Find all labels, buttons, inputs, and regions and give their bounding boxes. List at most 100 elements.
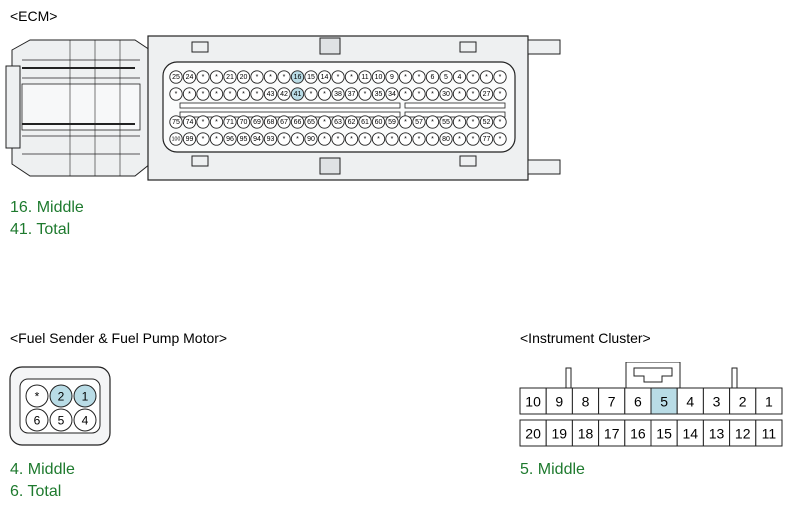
cluster-pin xyxy=(624,419,652,447)
ecm-pin xyxy=(236,87,251,101)
cluster-pin xyxy=(676,419,704,447)
ecm-pin xyxy=(290,87,305,101)
ecm-pin xyxy=(182,132,197,146)
cluster-pin xyxy=(598,419,626,447)
ecm-pin-label: * xyxy=(418,74,421,81)
ecm-pin-label: * xyxy=(215,91,218,98)
ecm-pin xyxy=(304,70,318,84)
ecm-pin xyxy=(196,87,210,101)
ecm-pin xyxy=(196,132,210,146)
ecm-pin-label: * xyxy=(431,136,434,143)
ecm-pin-label: 90 xyxy=(307,136,315,143)
ecm-pin-label: 5 xyxy=(444,74,448,81)
ecm-clip xyxy=(191,155,209,167)
ecm-right-tab xyxy=(527,39,561,55)
ecm-pin xyxy=(425,132,440,146)
ecm-pin xyxy=(331,115,345,129)
ecm-pin-label: 71 xyxy=(226,119,234,126)
ecm-pin xyxy=(493,132,507,146)
ecm-pin-label: * xyxy=(499,91,502,98)
ecm-pin-label: 9 xyxy=(390,74,394,81)
ecm-pin xyxy=(182,115,197,129)
ecm-pin-label: * xyxy=(256,91,259,98)
ecm-pin xyxy=(223,87,237,101)
cluster-pin-label: 19 xyxy=(552,426,568,442)
ecm-pin xyxy=(277,132,291,146)
ecm-pin xyxy=(371,115,386,129)
ecm-pin xyxy=(263,132,278,146)
ecm-pin-label: 93 xyxy=(267,136,275,143)
ecm-pin-label: 27 xyxy=(483,91,491,98)
fuel-pin xyxy=(25,384,49,408)
cluster-pin xyxy=(702,387,731,415)
ecm-pin-label: * xyxy=(283,136,286,143)
ecm-pin-label: 57 xyxy=(415,119,423,126)
ecm-pin-label: 52 xyxy=(483,119,491,126)
ecm-slot xyxy=(404,102,506,109)
ecm-pin xyxy=(412,115,426,129)
ecm-pin xyxy=(169,115,183,129)
ecm-pin-label: 16 xyxy=(294,74,302,81)
ecm-pin xyxy=(479,132,494,146)
ecm-pin-label: * xyxy=(485,74,488,81)
ecm-pin xyxy=(236,132,251,146)
ecm-pin-label: * xyxy=(404,74,407,81)
ecm-pin-label: 6 xyxy=(431,74,435,81)
ecm-legend-item: 16. Middle xyxy=(10,199,84,216)
ecm-pin xyxy=(452,115,467,129)
ecm-pin xyxy=(493,115,507,129)
ecm-title: <ECM> xyxy=(10,8,58,24)
cluster-pin-label: 13 xyxy=(709,426,725,442)
ecm-pin xyxy=(250,115,264,129)
ecm-pin-label: 74 xyxy=(186,119,194,126)
ecm-hood-panel xyxy=(21,83,141,131)
ecm-pin-label: 10 xyxy=(375,74,383,81)
ecm-pin-label: * xyxy=(269,74,272,81)
ecm-pin xyxy=(223,115,237,129)
ecm-pin xyxy=(412,70,426,84)
ecm-pin xyxy=(317,70,332,84)
ecm-pin xyxy=(290,115,305,129)
ecm-pin xyxy=(223,132,237,146)
ecm-pin xyxy=(412,87,426,101)
ecm-top-lock xyxy=(319,37,341,55)
ecm-pin-label: * xyxy=(323,91,326,98)
ecm-pin xyxy=(277,115,291,129)
ecm-pin xyxy=(250,132,264,146)
ecm-pin xyxy=(317,87,332,101)
ecm-pin-label: * xyxy=(377,136,380,143)
ecm-pin xyxy=(398,115,413,129)
cluster-legend: 5. Middle xyxy=(520,459,585,481)
ecm-pin xyxy=(466,70,480,84)
ecm-pin-label: * xyxy=(229,91,232,98)
cluster-pin-label: 12 xyxy=(735,426,751,442)
ecm-pin-label: 69 xyxy=(253,119,261,126)
fuel-pin-label: 5 xyxy=(58,414,65,428)
ecm-pin-label: * xyxy=(323,136,326,143)
ecm-pin-label: * xyxy=(202,74,205,81)
ecm-pin xyxy=(385,70,399,84)
ecm-pin xyxy=(412,132,426,146)
ecm-pin-label: * xyxy=(391,136,394,143)
ecm-pin xyxy=(223,70,237,84)
ecm-clip xyxy=(191,41,209,53)
cluster-pin-label: 6 xyxy=(634,394,642,410)
ecm-slot xyxy=(179,111,401,118)
cluster-pin-label: 3 xyxy=(713,394,721,410)
cluster-pin xyxy=(729,387,757,415)
ecm-slot xyxy=(179,102,401,109)
ecm-pin-label: 35 xyxy=(375,91,383,98)
ecm-pin xyxy=(236,70,251,84)
fuel-legend-item: 6. Total xyxy=(10,483,62,500)
ecm-pin xyxy=(263,70,278,84)
ecm-pin xyxy=(358,132,372,146)
ecm-pin-label: 4 xyxy=(458,74,462,81)
ecm-left-cap xyxy=(5,65,21,149)
ecm-pin-label: * xyxy=(404,136,407,143)
ecm-pin xyxy=(479,70,494,84)
ecm-pin xyxy=(182,87,197,101)
ecm-pin xyxy=(196,70,210,84)
ecm-slot xyxy=(404,111,506,118)
cluster-pin-label: 1 xyxy=(765,394,773,410)
